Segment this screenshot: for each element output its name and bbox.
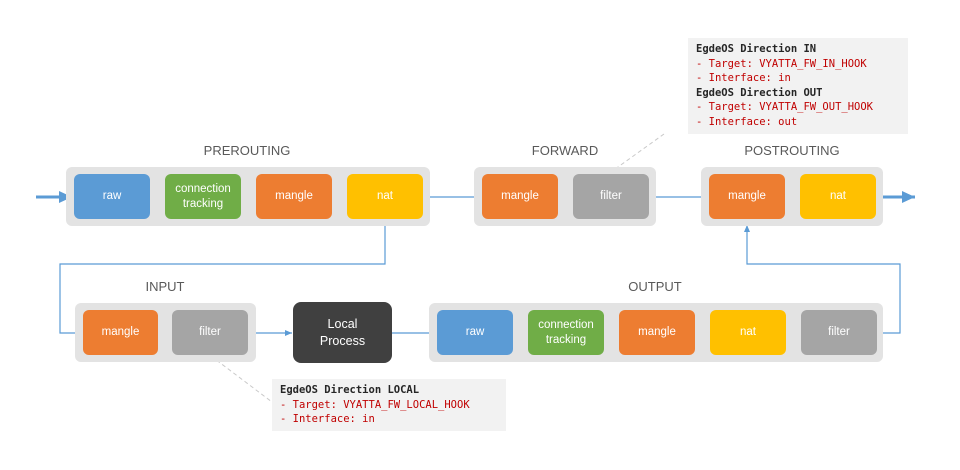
output-mangle-table: mangle (619, 310, 695, 355)
arrow-nat-to-input (59, 224, 386, 336)
note-heading-in: EgdeOS Direction IN (696, 43, 817, 55)
prerouting-nat-table: nat (347, 174, 423, 219)
note-interface-in: - Interface: in (696, 72, 791, 84)
note-heading-local: EgdeOS Direction LOCAL (280, 384, 420, 396)
chain-title-forward: FORWARD (531, 143, 599, 158)
note-target-local: - Target: VYATTA_FW_LOCAL_HOOK (280, 398, 470, 411)
prerouting-connection-tracking: connection tracking (165, 174, 241, 219)
arrow-output-to-postrouting (744, 225, 901, 334)
local-process: Local Process (293, 302, 392, 363)
chain-title-postrouting: POSTROUTING (744, 143, 840, 158)
output-raw-table: raw (437, 310, 513, 355)
callout-leader-input (210, 355, 273, 403)
output-filter-table: filter (801, 310, 877, 355)
note-target-out: - Target: VYATTA_FW_OUT_HOOK (696, 101, 874, 113)
output-connection-tracking: connection tracking (528, 310, 604, 355)
note-heading-out: EgdeOS Direction OUT (696, 86, 823, 99)
forward-mangle-table: mangle (482, 174, 558, 219)
input-mangle-table: mangle (83, 310, 158, 355)
output-nat-table: nat (710, 310, 786, 355)
chain-title-prerouting: PREROUTING (203, 143, 291, 158)
note-target-in: - Target: VYATTA_FW_IN_HOOK (696, 57, 867, 70)
postrouting-nat-table: nat (800, 174, 876, 219)
prerouting-raw-table: raw (74, 174, 150, 219)
input-filter-table: filter (172, 310, 248, 355)
forward-filter-table: filter (573, 174, 649, 219)
postrouting-mangle-table: mangle (709, 174, 785, 219)
callout-leader-forward (610, 133, 665, 173)
note-interface-local: - Interface: in (280, 413, 375, 425)
edgeos-in-out-note: EgdeOS Direction IN - Target: VYATTA_FW_… (688, 38, 908, 134)
prerouting-mangle-table: mangle (256, 174, 332, 219)
chain-title-output: OUTPUT (628, 279, 682, 294)
edgeos-local-note: EgdeOS Direction LOCAL - Target: VYATTA_… (272, 379, 506, 431)
note-interface-out: - Interface: out (696, 115, 798, 128)
chain-title-input: INPUT (145, 279, 185, 294)
